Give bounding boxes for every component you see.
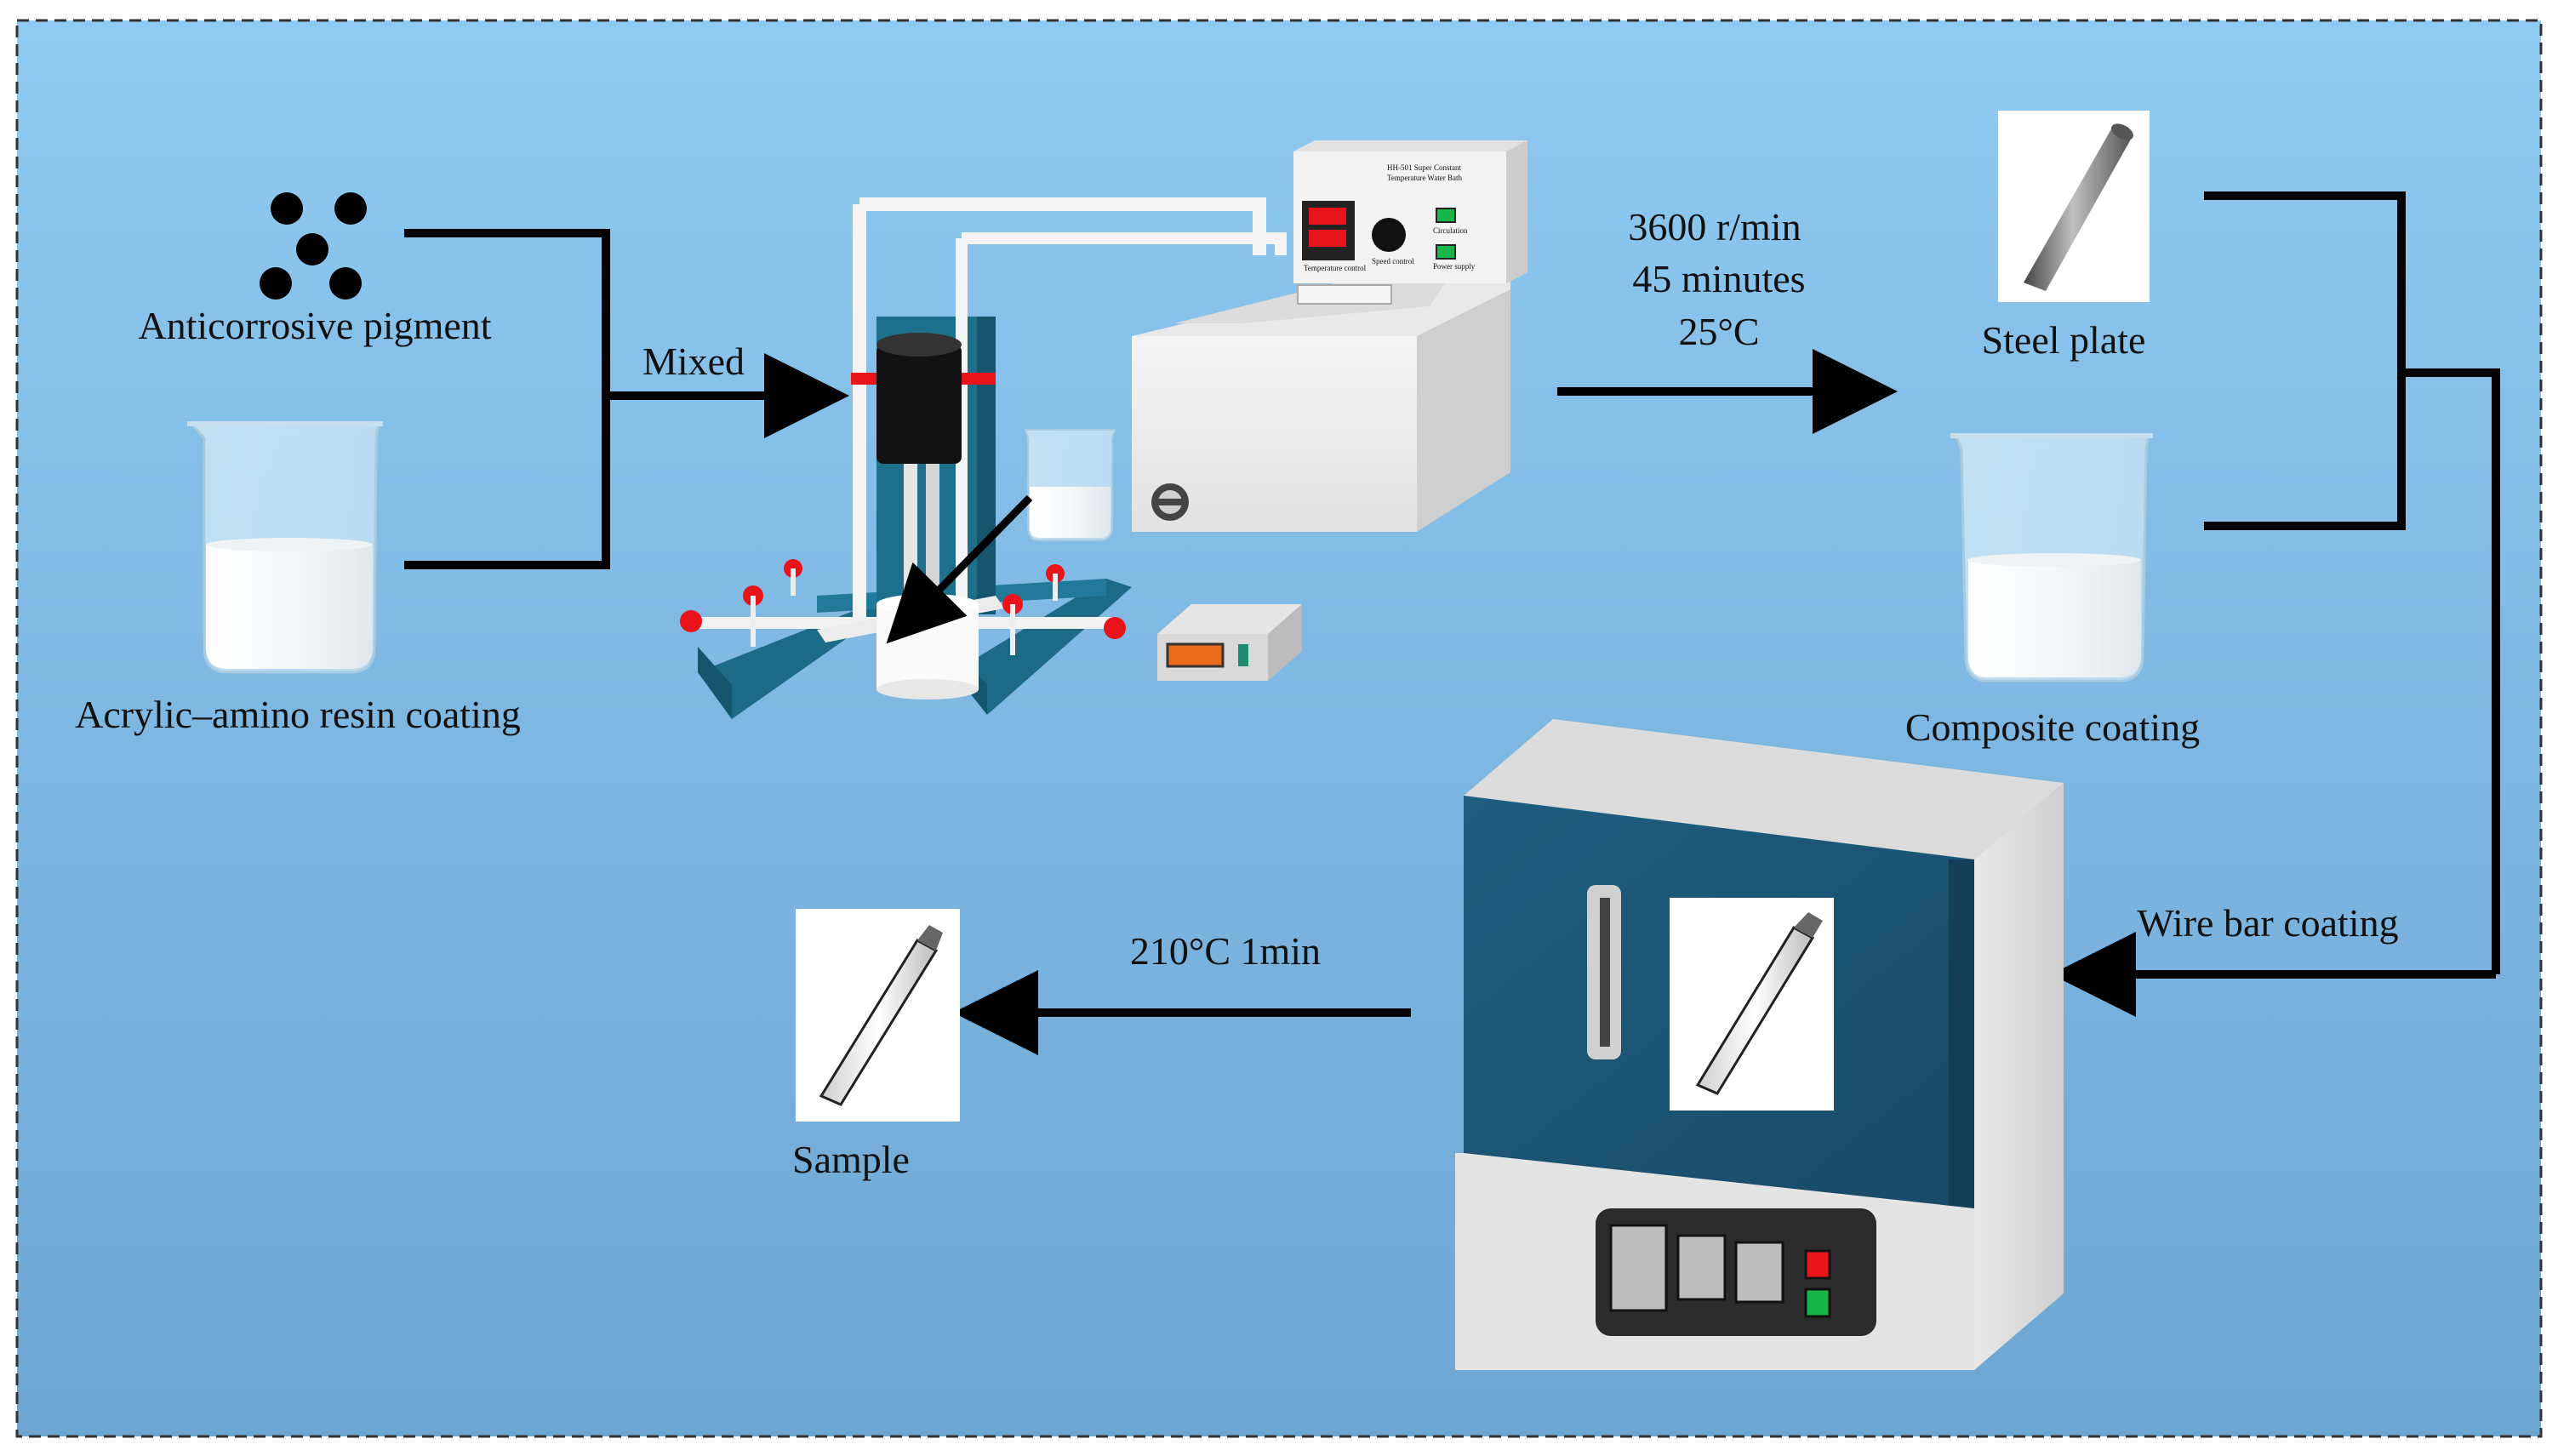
sample-rod-icon (819, 925, 943, 1106)
panel-circulation: Circulation (1433, 226, 1468, 235)
label-mixed: Mixed (642, 340, 745, 383)
label-sample: Sample (792, 1138, 910, 1181)
pigment-dots-icon (260, 192, 367, 300)
water-bath-icon (1132, 140, 1527, 532)
label-curing: 210°C 1min (1130, 929, 1321, 973)
label-anticorrosive-pigment: Anticorrosive pigment (138, 304, 491, 347)
label-acrylic-amino-resin: Acrylic–amino resin coating (75, 693, 521, 736)
steel-rod-icon (2024, 123, 2133, 291)
beaker-resin-icon (187, 421, 383, 674)
beaker-composite-icon (1950, 433, 2153, 682)
label-wire-bar-coating: Wire bar coating (2137, 901, 2398, 945)
label-duration: 45 minutes (1632, 257, 1805, 300)
water-bath-panel-text: HH-501 Super Constant Temperature Water … (1304, 163, 1476, 272)
label-speed: 3600 r/min (1628, 205, 1801, 248)
dashed-frame (15, 19, 2543, 1438)
panel-title-line1: HH-501 Super Constant (1387, 163, 1461, 172)
label-composite-coating: Composite coating (1905, 705, 2200, 749)
label-steel-plate: Steel plate (1982, 318, 2146, 362)
speed-controller-icon (1157, 604, 1302, 681)
oven-icon (1455, 719, 2064, 1370)
small-beaker-icon (1024, 429, 1116, 541)
label-temperature: 25°C (1678, 310, 1759, 353)
panel-power-supply: Power supply (1433, 262, 1476, 271)
panel-title-line2: Temperature Water Bath (1387, 174, 1462, 182)
arrow-into-disperser (886, 494, 1033, 644)
panel-temperature-control: Temperature control (1304, 264, 1367, 272)
bracket-products (2204, 191, 2500, 974)
panel-speed-control: Speed control (1372, 257, 1414, 266)
